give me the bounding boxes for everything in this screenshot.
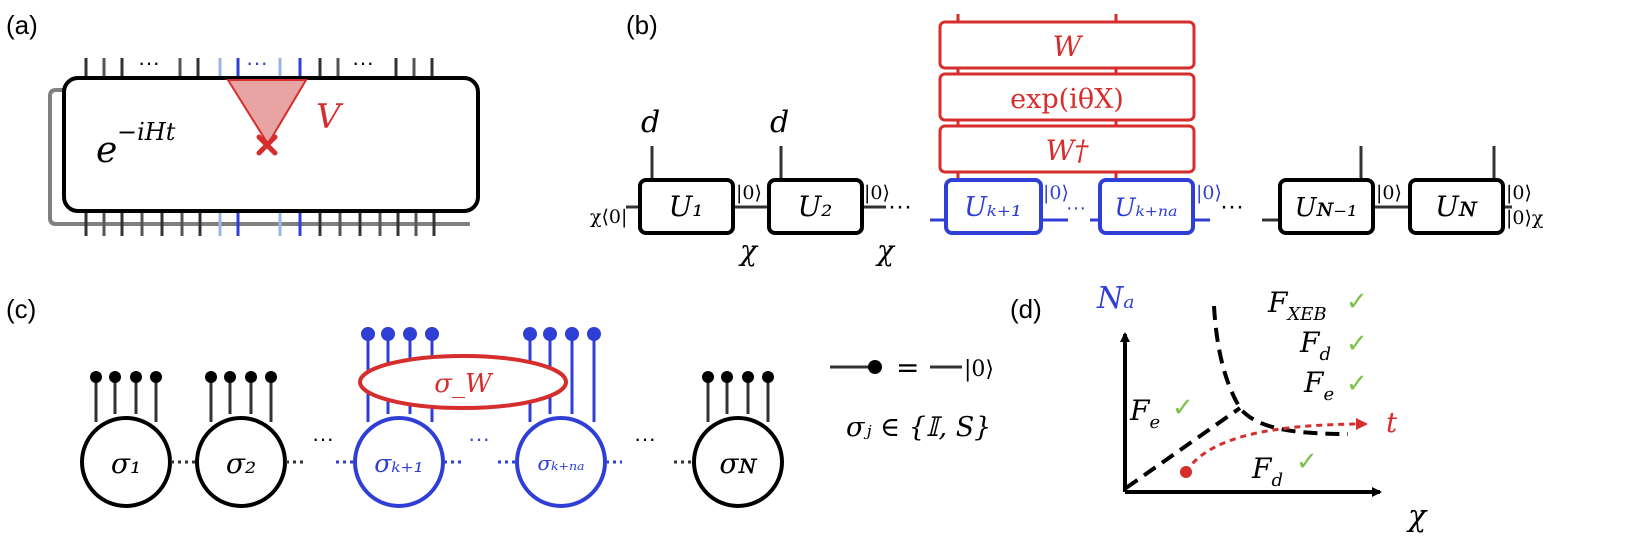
perturbation-label: V [316, 97, 344, 137]
svg-text:U₁: U₁ [669, 190, 704, 223]
y-axis-label: Nₐ [1096, 281, 1135, 316]
check-icon: ✓ [1346, 369, 1368, 399]
panel-b: (b) W exp(iθX) W† d d [590, 10, 1544, 267]
svg-text:=: = [896, 351, 919, 384]
bond-dim-label: χ [738, 234, 759, 267]
fidelity-d-label: Fd [1251, 452, 1283, 491]
svg-text:σₖ₊ₙₐ: σₖ₊ₙₐ [537, 451, 584, 475]
zero-ket-label: |0⟩ [864, 182, 890, 204]
phase-boundary-upper [1212, 305, 1349, 436]
physical-dim-label: d [641, 105, 660, 140]
physical-dim-label: d [770, 105, 789, 140]
region-top-right: FXEB ✓ Fd ✓ Fe ✓ [1267, 286, 1368, 405]
svg-text:σₖ₊₁: σₖ₊₁ [374, 449, 423, 478]
left-boundary-label: χ⟨0| [590, 206, 627, 228]
w-dagger-gate [938, 124, 1196, 174]
exp-gate-label: exp(iθX) [1010, 84, 1124, 115]
sigma-w-ellipse [358, 354, 568, 410]
sigma-node-kna: σₖ₊ₙₐ [515, 327, 607, 508]
panel-a: (a) ··· ··· ··· [6, 10, 480, 236]
light-cone [226, 79, 308, 146]
zero-ket-label-blue: |0⟩ [1043, 182, 1069, 204]
sigma-node-n: σɴ [692, 371, 784, 508]
svg-text:σ₂: σ₂ [226, 447, 256, 480]
svg-text:U₂: U₂ [798, 190, 833, 223]
svg-text:|0⟩: |0⟩ [964, 357, 994, 382]
svg-text:σɴ: σɴ [719, 447, 757, 480]
time-label: t [1386, 406, 1398, 439]
svg-text:Uɴ₋₁: Uɴ₋₁ [1295, 193, 1358, 223]
chain-dots: ··· [634, 426, 656, 451]
right-boundary-bottom-label: |0⟩χ [1506, 207, 1544, 229]
w-gate-label: W [1053, 30, 1084, 63]
mps-tensor-uk1: Uₖ₊₁ [944, 178, 1043, 235]
mps-tensor-u1: U₁ [638, 178, 735, 235]
zero-ket-label-blue: |0⟩ [1196, 182, 1222, 204]
w-dagger-gate-label: W† [1046, 134, 1090, 167]
w-gate-stack: W exp(iθX) W† [938, 14, 1196, 180]
w-gate [938, 20, 1196, 70]
evolution-symbol: e [96, 130, 117, 171]
svg-text:Uₖ₊ₙₐ: Uₖ₊ₙₐ [1115, 193, 1178, 222]
chain-dots: ··· [888, 193, 912, 220]
panel-b-label: (b) [626, 10, 658, 40]
exp-gate [938, 72, 1196, 122]
circuit-loop-back [48, 88, 470, 226]
chain-dots-blue: ··· [1066, 197, 1086, 219]
mps-tensor-un: Uɴ [1408, 178, 1505, 235]
bottom-legs [84, 210, 436, 236]
panel-d: (d) Nₐ χ t FXEB ✓ Fd ✓ Fe ✓ Fe ✓ Fd ✓ [1010, 281, 1428, 534]
fidelity-xeb-label: FXEB [1267, 286, 1327, 325]
panel-c: (c) σ₁ σ₂ [6, 294, 994, 508]
sigma-node-1: σ₁ [80, 371, 172, 508]
chain-dots-blue: ··· [468, 426, 490, 451]
svg-text:σ₁: σ₁ [111, 447, 141, 480]
check-icon: ✓ [1346, 329, 1368, 359]
chain-dots: ··· [312, 426, 334, 451]
chain-dots: ··· [1220, 193, 1244, 220]
phase-boundary-lower [1124, 406, 1242, 490]
fidelity-d-label: Fd [1299, 326, 1331, 365]
evolution-exponent: −iHt [117, 118, 176, 146]
top-dots-blue: ··· [246, 50, 268, 75]
top-dots-right: ··· [352, 50, 374, 75]
sigma-node-k1: σₖ₊₁ [353, 327, 445, 508]
sigma-node-2: σ₂ [195, 371, 287, 508]
mps-tensor-u2: U₂ [767, 178, 864, 235]
perturbation-cross-icon [256, 134, 278, 156]
panel-d-label: (d) [1010, 294, 1042, 324]
sigma-j-set: σⱼ ∈ {𝕀, S} [846, 412, 991, 443]
fidelity-e-label: Fe [1129, 394, 1160, 433]
sigma-w-label: σ_W [434, 369, 494, 399]
region-bottom: Fd ✓ [1251, 447, 1318, 491]
panel-a-label: (a) [6, 10, 38, 40]
bond-dim-label: χ [875, 234, 896, 267]
check-icon: ✓ [1296, 447, 1318, 477]
top-dots-left: ··· [138, 50, 160, 75]
svg-text:Uₖ₊₁: Uₖ₊₁ [964, 192, 1022, 223]
mps-tensor-ukna: Uₖ₊ₙₐ [1098, 178, 1195, 235]
time-trajectory [1184, 418, 1368, 473]
x-axis-label: χ [1406, 499, 1428, 534]
check-icon: ✓ [1172, 393, 1194, 423]
projector-legend: = |0⟩ [830, 351, 994, 384]
mps-tensor-un1: Uɴ₋₁ [1278, 178, 1375, 235]
check-icon: ✓ [1346, 287, 1368, 317]
panel-c-label: (c) [6, 294, 36, 324]
zero-ket-label: |0⟩ [736, 182, 762, 204]
fidelity-e-label: Fe [1303, 366, 1334, 405]
region-left: Fe ✓ [1129, 393, 1194, 433]
right-boundary-top-label: |0⟩ [1506, 182, 1532, 204]
zero-ket-label: |0⟩ [1376, 182, 1402, 204]
svg-text:Uɴ: Uɴ [1435, 190, 1478, 223]
